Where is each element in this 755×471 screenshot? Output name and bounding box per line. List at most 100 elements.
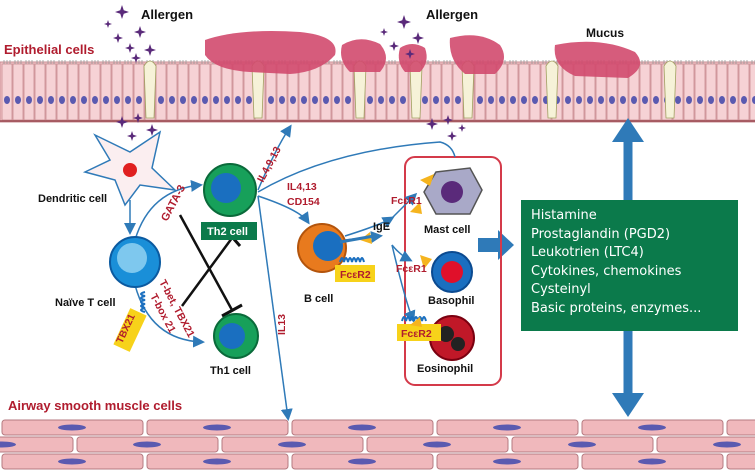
allergen-icon [131,53,141,63]
allergen-icon [133,113,143,123]
epithelial-cell [23,63,35,121]
epithelial-cell [441,63,453,121]
muscle-cell [726,453,755,470]
th1-label: Th1 cell [210,365,251,377]
gata3-label: GATA-3 [159,183,188,223]
epithelial-cell [375,63,387,121]
epithelial-cell [78,63,90,121]
allergen-icon [134,26,146,38]
fcer2-label-bcell: FcεR2 [340,269,371,281]
epithelial-cell [309,63,321,121]
naive-t-label: Naïve T cell [55,297,116,309]
epithelial-cell [639,63,651,121]
epithelial-cell [221,63,233,121]
epithelial-cell [122,63,134,121]
fcer1-label-mast: FcεR1 [391,195,422,207]
epithelial-cell [89,63,101,121]
epithelial-cell [397,63,409,121]
epithelial-cell [100,63,112,121]
epithelial-cell [45,63,57,121]
smooth-muscle-layer [0,419,755,470]
allergen-icon [146,124,158,136]
allergen-icon [426,118,438,130]
epithelial-cell [529,63,541,121]
il4913-label: IL4,9,13 [255,145,284,185]
allergen-icon [380,28,388,36]
epithelial-cell [683,63,695,121]
epithelial-cell [34,63,46,121]
epithelial-cell [364,63,376,121]
mediator-item: Cytokines, chemokines [531,263,682,279]
fcer2-label-eosinophil: FcεR2 [401,328,432,340]
epithelial-cell [12,63,24,121]
allergen-icon [127,131,137,141]
allergen-icon [104,20,112,28]
smooth-muscle-label: Airway smooth muscle cells [8,398,182,413]
dendritic-cell [82,130,178,207]
epithelial-cell [67,63,79,121]
allergen-icon [443,115,453,125]
mucus-blobs [205,31,641,78]
allergen-icon [116,116,128,128]
allergen-icon [144,44,156,56]
epithelial-cell [518,63,530,121]
mucus-label: Mucus [586,26,624,40]
allergen-icon [447,131,457,141]
b-cell-label: B cell [304,293,333,305]
allergen-icon [397,15,411,29]
mast-label: Mast cell [424,224,470,236]
basophil-cell [431,251,473,293]
epithelial-cell [705,63,717,121]
epithelial-cell [177,63,189,121]
mast-cell [423,167,483,215]
mediator-item: Cysteinyl [531,282,591,298]
epithelial-cell [650,63,662,121]
allergen-icon [115,5,129,19]
allergen-icon [113,33,123,43]
il13-label: IL13 [276,314,288,335]
epithelial-cell [452,63,464,121]
eosinophil-label: Eosinophil [417,363,473,375]
pathway-arrows [124,124,456,421]
mediator-item: Histamine [531,208,597,223]
epithelial-cell [430,63,442,121]
allergen-icon [412,32,424,44]
mediator-item: Basic proteins, enzymes... [531,300,702,316]
allergen-label-right: Allergen [426,7,478,22]
eosinophil-cell [429,315,475,361]
epithelial-cell [749,63,755,121]
epithelial-cell [188,63,200,121]
epithelial-cell [342,63,354,121]
basophil-label: Basophil [428,295,474,307]
muscle-cell [656,436,755,453]
ige-label: IgE [373,221,390,233]
il413-label: IL4,13 [287,181,317,193]
allergen-label-left: Allergen [141,7,193,22]
b-cell [297,223,347,273]
epithelial-cell [496,63,508,121]
epithelial-cell [133,63,145,121]
epithelial-cell [694,63,706,121]
naive-t-cell [109,236,161,288]
epithelial-cell [56,63,68,121]
mediator-item: Leukotrien (LTC4) [531,245,644,261]
ige-antibodies [360,174,434,327]
allergen-icon [458,124,466,132]
epithelial-cell [738,63,750,121]
receptor-coils [140,257,427,322]
mediator-item: Prostaglandin (PGD2) [531,226,671,242]
fcer1-label-basophil: FcεR1 [396,263,427,275]
dendritic-label: Dendritic cell [38,193,107,205]
th2-cell [201,163,257,240]
allergen-icon [389,41,399,51]
epithelial-cell [386,63,398,121]
allergen-icon [125,43,135,53]
epithelial-cell [320,63,332,121]
epithelial-cell [232,63,244,121]
th1-cell [213,313,259,359]
cd154-label: CD154 [287,196,320,208]
allergen-icons [104,5,466,141]
